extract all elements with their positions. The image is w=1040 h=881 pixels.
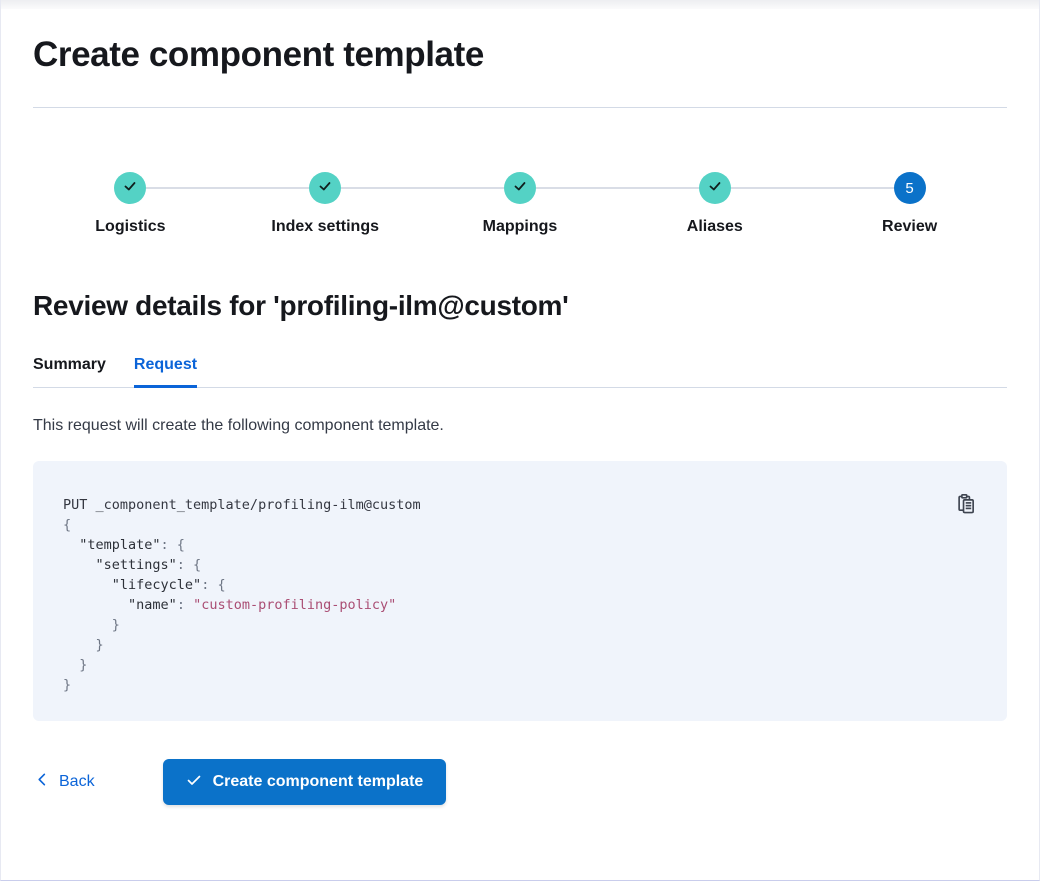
tab-summary[interactable]: Summary <box>33 356 106 373</box>
check-icon <box>512 178 528 199</box>
step-progress: Logistics Index settings <box>33 172 1007 236</box>
tab-request[interactable]: Request <box>133 356 198 388</box>
check-icon <box>186 772 202 793</box>
chevron-left-icon <box>35 772 50 792</box>
step-complete-circle[interactable] <box>698 172 731 204</box>
back-button[interactable]: Back <box>33 766 97 798</box>
step-label: Aliases <box>686 218 743 235</box>
review-heading: Review details for 'profiling-ilm@custom… <box>33 290 569 321</box>
check-icon <box>317 178 333 199</box>
create-button-label: Create component template <box>212 773 424 790</box>
create-component-template-button[interactable]: Create component template <box>162 759 447 805</box>
page-title: Create component template <box>33 35 484 74</box>
request-code: PUT _component_template/profiling-ilm@cu… <box>63 497 421 693</box>
request-description: This request will create the following c… <box>33 417 444 434</box>
step-complete-circle[interactable] <box>503 172 536 204</box>
tabs-bar: Summary Request <box>33 356 1007 388</box>
check-icon <box>707 178 723 199</box>
step-label: Mappings <box>482 218 558 235</box>
window-top-edge <box>1 0 1039 9</box>
step-logistics[interactable]: Logistics <box>33 172 228 236</box>
step-label: Index settings <box>271 218 379 235</box>
step-label: Logistics <box>95 218 166 235</box>
wizard-footer: Back Create component template <box>33 759 1007 805</box>
step-index-settings[interactable]: Index settings <box>227 172 423 236</box>
request-code-block: PUT _component_template/profiling-ilm@cu… <box>33 461 1007 721</box>
check-icon <box>122 178 138 199</box>
step-mappings[interactable]: Mappings <box>422 172 618 236</box>
step-review[interactable]: 5 Review <box>812 172 1007 236</box>
step-number: 5 <box>905 179 914 197</box>
step-current-circle[interactable]: 5 <box>893 172 926 204</box>
step-aliases[interactable]: Aliases <box>617 172 812 236</box>
back-label: Back <box>59 773 95 790</box>
step-complete-circle[interactable] <box>114 172 147 204</box>
header-divider <box>33 107 1007 108</box>
step-complete-circle[interactable] <box>309 172 342 204</box>
step-label: Review <box>882 218 938 235</box>
copy-clipboard-icon[interactable] <box>955 493 977 515</box>
